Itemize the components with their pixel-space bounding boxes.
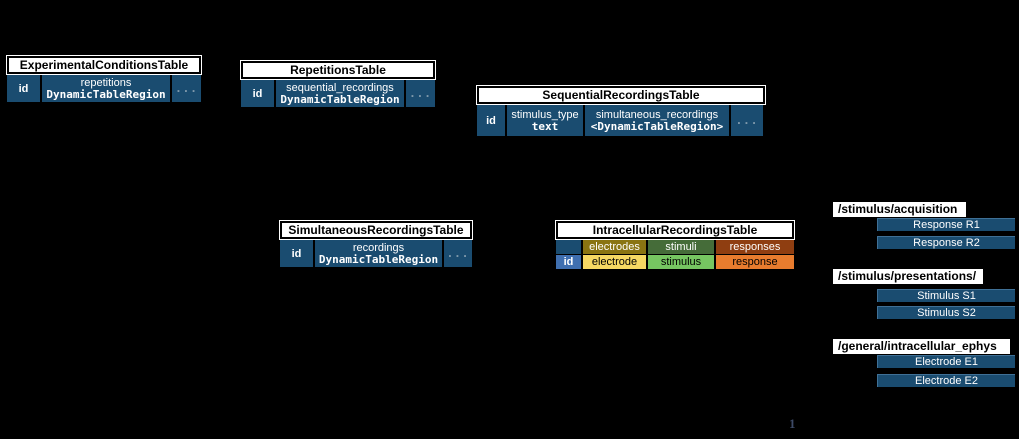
column-id: id	[556, 255, 581, 269]
column-stimulus-type: stimulus_type text	[507, 105, 583, 136]
table-title: ExperimentalConditionsTable	[7, 56, 201, 74]
column-recordings: recordings DynamicTableRegion	[315, 240, 442, 267]
column-type: DynamicTableRegion	[318, 252, 439, 266]
corner-cell	[556, 240, 581, 254]
column-electrode: electrode	[583, 255, 646, 269]
experimental-conditions-table: ExperimentalConditionsTable id repetitio…	[7, 56, 201, 102]
intracellular-recordings-table: IntracellularRecordingsTable electrodes …	[556, 221, 794, 269]
table-row: id sequential_recordings DynamicTableReg…	[241, 80, 435, 107]
group-header-row: electrodes stimuli responses	[556, 240, 794, 254]
group-responses: responses	[716, 240, 794, 254]
group-title-general-intracellular-ephys: /general/intracellular_ephys	[833, 339, 1010, 355]
table-title: IntracellularRecordingsTable	[556, 221, 794, 239]
column-type: DynamicTableRegion	[280, 92, 400, 106]
group-stimuli: stimuli	[648, 240, 714, 254]
table-row: id stimulus_type text simultaneous_recor…	[477, 105, 765, 136]
column-ellipsis: ...	[444, 240, 472, 267]
column-id: id	[7, 75, 40, 102]
table-title: RepetitionsTable	[241, 61, 435, 79]
group-electrodes: electrodes	[583, 240, 646, 254]
item-electrode-e2: Electrode E2	[877, 374, 1015, 387]
column-repetitions: repetitions DynamicTableRegion	[42, 75, 170, 102]
column-id: id	[280, 240, 313, 267]
column-name: sequential_recordings	[286, 81, 394, 94]
column-ellipsis: ...	[172, 75, 201, 102]
column-name: repetitions	[80, 76, 132, 89]
column-type: <DynamicTableRegion>	[590, 119, 724, 133]
group-title-stimulus-acquisition: /stimulus/acquisition	[833, 202, 966, 218]
table-title: SequentialRecordingsTable	[477, 86, 765, 104]
item-electrode-e1: Electrode E1	[877, 355, 1015, 368]
column-type: DynamicTableRegion	[46, 87, 166, 101]
group-title-stimulus-presentations: /stimulus/presentations/	[833, 269, 983, 285]
column-ellipsis: ...	[731, 105, 763, 136]
column-row: id electrode stimulus response	[556, 255, 794, 269]
column-ellipsis: ...	[406, 80, 435, 107]
item-response-r1: Response R1	[877, 218, 1015, 231]
table-row: id recordings DynamicTableRegion ...	[280, 240, 472, 267]
column-name: simultaneous_recordings	[595, 108, 719, 121]
column-stimulus: stimulus	[648, 255, 714, 269]
column-id: id	[477, 105, 505, 136]
item-response-r2: Response R2	[877, 236, 1015, 249]
table-row: id repetitions DynamicTableRegion ...	[7, 75, 201, 102]
column-sequential-recordings: sequential_recordings DynamicTableRegion	[276, 80, 404, 107]
sequential-recordings-table: SequentialRecordingsTable id stimulus_ty…	[477, 86, 765, 136]
item-stimulus-s1: Stimulus S1	[877, 289, 1015, 302]
column-id: id	[241, 80, 274, 107]
page-number: 1	[789, 416, 796, 431]
column-type: text	[531, 119, 559, 133]
simultaneous-recordings-table: SimultaneousRecordingsTable id recording…	[280, 221, 472, 267]
table-title: SimultaneousRecordingsTable	[280, 221, 472, 239]
column-response: response	[716, 255, 794, 269]
item-stimulus-s2: Stimulus S2	[877, 306, 1015, 319]
column-name: recordings	[352, 241, 405, 254]
column-name: stimulus_type	[511, 108, 579, 121]
column-simultaneous-recordings: simultaneous_recordings <DynamicTableReg…	[585, 105, 729, 136]
repetitions-table: RepetitionsTable id sequential_recording…	[241, 61, 435, 107]
